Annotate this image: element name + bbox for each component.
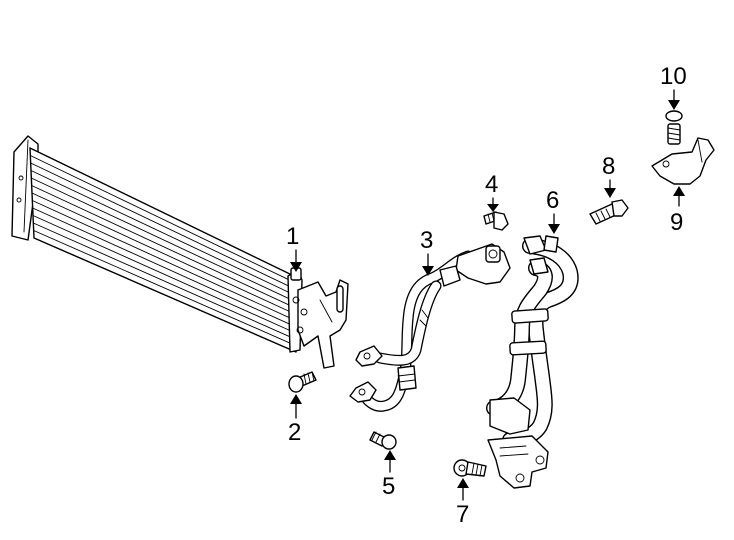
callout-arrow-10 <box>668 100 680 110</box>
callout-4: 4 <box>485 171 499 212</box>
cooler-fin-line <box>32 215 296 334</box>
hose-assembly <box>486 235 579 489</box>
cooler-fin-line <box>32 207 296 328</box>
bracket-part-9 <box>651 137 715 185</box>
cooler-fin-line <box>32 222 297 340</box>
callout-10: 10 <box>660 63 687 110</box>
callout-2: 2 <box>288 394 302 446</box>
bolt-part-7 <box>453 459 487 477</box>
callout-3: 3 <box>420 227 434 276</box>
callout-7: 7 <box>456 478 469 528</box>
callout-arrow-1 <box>290 262 302 272</box>
cooler-fin-line <box>30 170 295 296</box>
connector-part-4 <box>483 211 509 231</box>
bolt-part-10 <box>665 110 683 145</box>
callout-5: 5 <box>382 450 396 500</box>
callout-label-1: 1 <box>286 223 299 250</box>
callout-label-7: 7 <box>456 501 469 528</box>
callout-arrow-8 <box>604 188 616 198</box>
callout-arrow-5 <box>384 450 396 460</box>
callout-arrow-3 <box>422 266 434 276</box>
callout-6: 6 <box>546 187 560 234</box>
cooler-fin-line <box>29 147 295 277</box>
cooler-fin-line <box>30 177 296 302</box>
cooler-fin-line <box>31 200 296 321</box>
bolt-part-2 <box>288 371 317 393</box>
callout-label-8: 8 <box>602 153 615 180</box>
cooler-fin-line <box>29 155 295 283</box>
callout-arrow-4 <box>487 204 499 212</box>
callout-9: 9 <box>670 186 685 236</box>
callout-label-4: 4 <box>485 171 498 198</box>
callout-label-5: 5 <box>382 473 395 500</box>
callout-label-2: 2 <box>288 419 301 446</box>
stud-part-8 <box>589 199 629 225</box>
callout-arrow-6 <box>548 224 560 234</box>
bolt-part-5 <box>369 431 397 450</box>
cooler-fin-line <box>31 185 296 309</box>
cooler-fin-line <box>33 237 297 353</box>
callout-label-10: 10 <box>660 63 687 90</box>
cooler-fin-line <box>30 162 295 290</box>
callout-1: 1 <box>286 223 302 272</box>
callout-label-3: 3 <box>420 227 433 254</box>
oil-cooler <box>11 135 349 369</box>
cooler-fins <box>29 147 297 353</box>
cooler-line-assembly <box>349 243 511 412</box>
callout-label-6: 6 <box>546 187 559 214</box>
cooler-fin-line <box>31 192 296 315</box>
callout-8: 8 <box>602 153 616 198</box>
callout-arrow-2 <box>290 394 302 404</box>
callout-arrow-7 <box>457 478 469 488</box>
callout-arrow-9 <box>673 186 685 196</box>
cooler-fin-line <box>33 230 297 347</box>
callout-label-9: 9 <box>670 209 683 236</box>
